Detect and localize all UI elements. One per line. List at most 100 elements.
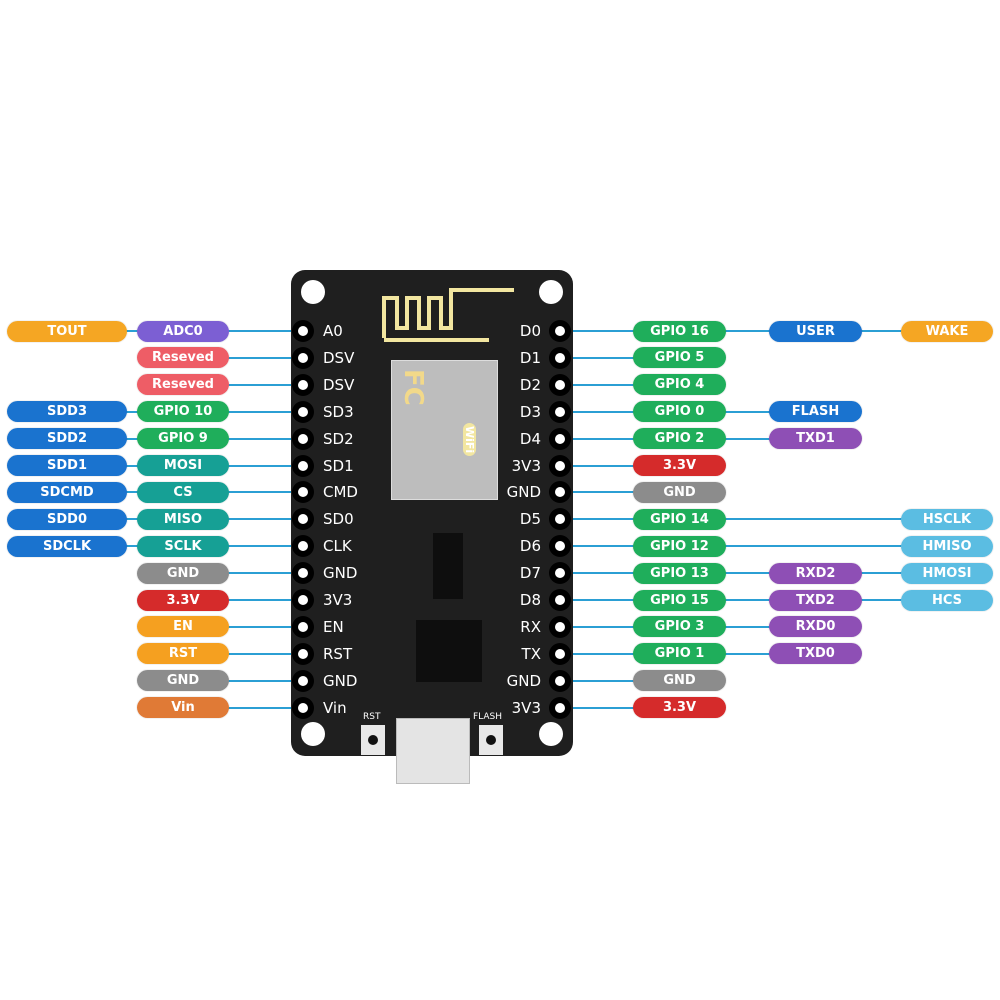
pin-label-txd0: TXD0: [769, 643, 862, 665]
header-pin: [292, 481, 314, 504]
pin-name-gnd: GND: [506, 483, 541, 502]
pin-name-gnd: GND: [323, 564, 358, 583]
pin-name-d6: D6: [519, 537, 541, 556]
pin-name-d5: D5: [519, 510, 541, 529]
pin-label-sdd1: SDD1: [7, 455, 127, 476]
pin-label-hsclk: HSCLK: [901, 508, 993, 530]
pin-label-hmosi: HMOSI: [901, 562, 993, 584]
pin-label-sdd2: SDD2: [7, 428, 127, 450]
pin-label-hcs: HCS: [901, 589, 993, 611]
pin-name-d0: D0: [519, 322, 541, 340]
pin-name-cmd: CMD: [323, 483, 358, 502]
pin-label-mosi: MOSI: [137, 455, 229, 476]
pin-label-gpio-5: GPIO 5: [633, 347, 726, 369]
mounting-hole: [301, 722, 325, 746]
pin-label-miso: MISO: [137, 508, 229, 530]
pin-label-hmiso: HMISO: [901, 535, 993, 557]
header-pin: [549, 400, 571, 423]
pin-label-gpio-12: GPIO 12: [633, 535, 726, 557]
pin-label-gpio-4: GPIO 4: [633, 374, 726, 396]
pin-name-d3: D3: [519, 402, 541, 421]
mounting-hole: [539, 280, 563, 304]
pin-label-gpio-10: GPIO 10: [137, 401, 229, 423]
connection-line: [572, 518, 983, 521]
pin-name-dsv: DSV: [323, 348, 355, 367]
pin-name-d2: D2: [519, 375, 541, 394]
header-pin: [549, 562, 571, 585]
header-pin: [549, 373, 571, 396]
header-pin: [549, 669, 571, 692]
header-pin: [549, 589, 571, 611]
mounting-hole: [539, 722, 563, 746]
pin-name-d7: D7: [519, 564, 541, 583]
header-pin: [292, 615, 314, 638]
flash-button-label: FLASH: [473, 712, 503, 722]
pin-label-txd1: TXD1: [769, 428, 862, 450]
pin-name-sd3: SD3: [323, 402, 354, 421]
header-pin: [549, 454, 571, 477]
pin-name-en: EN: [323, 617, 344, 636]
header-pin: [549, 427, 571, 450]
pin-label-sdd3: SDD3: [7, 401, 127, 423]
header-pin: [292, 669, 314, 692]
header-pin: [292, 454, 314, 477]
pin-label-gpio-0: GPIO 0: [633, 401, 726, 423]
pin-label-gnd: GND: [633, 481, 726, 503]
header-pin: [292, 346, 314, 369]
pin-name-gnd: GND: [506, 671, 541, 690]
mounting-hole: [301, 280, 325, 304]
regulator-chip: [433, 533, 463, 599]
pin-label-gnd: GND: [137, 670, 229, 692]
pin-name-vin: Vin: [323, 698, 347, 717]
pin-name-sd0: SD0: [323, 510, 354, 529]
pin-name-3v3: 3V3: [323, 591, 353, 609]
pin-label-rst: RST: [137, 643, 229, 665]
pin-label-gpio-3: GPIO 3: [633, 616, 726, 638]
pin-name-rst: RST: [323, 644, 353, 663]
pin-label-flash: FLASH: [769, 401, 862, 423]
header-pin: [292, 373, 314, 396]
pin-label-vin: Vin: [137, 697, 229, 719]
pin-label-sdcmd: SDCMD: [7, 481, 127, 503]
pin-label-reseved: Reseved: [137, 347, 229, 369]
pin-label-gnd: GND: [633, 670, 726, 692]
pin-label-gpio-14: GPIO 14: [633, 508, 726, 530]
micro-usb-port[interactable]: [396, 718, 470, 784]
pin-label-gpio-1: GPIO 1: [633, 643, 726, 665]
pin-label-gpio-13: GPIO 13: [633, 562, 726, 584]
pin-label-sclk: SCLK: [137, 535, 229, 557]
pcb-antenna-icon: [382, 288, 514, 342]
pin-label-rxd0: RXD0: [769, 616, 862, 638]
pin-label-wake: WAKE: [901, 320, 993, 342]
pin-label-3-3v: 3.3V: [633, 455, 726, 476]
pin-label-user: USER: [769, 320, 862, 342]
header-pin: [549, 696, 571, 719]
pin-name-d8: D8: [519, 591, 541, 609]
pin-label-en: EN: [137, 616, 229, 638]
header-pin: [292, 508, 314, 531]
header-pin: [292, 642, 314, 665]
header-pin: [549, 320, 571, 342]
pin-name-sd1: SD1: [323, 456, 354, 475]
rst-button[interactable]: [361, 725, 385, 755]
pin-label-sdclk: SDCLK: [7, 535, 127, 557]
pin-name-a0: A0: [323, 322, 343, 340]
header-pin: [292, 320, 314, 342]
header-pin: [549, 508, 571, 531]
pin-label-3-3v: 3.3V: [633, 697, 726, 719]
pin-name-dsv: DSV: [323, 375, 355, 394]
header-pin: [549, 481, 571, 504]
pin-name-d1: D1: [519, 348, 541, 367]
pin-name-rx: RX: [520, 617, 541, 636]
pin-name-sd2: SD2: [323, 429, 354, 448]
pin-label-cs: CS: [137, 481, 229, 503]
connection-line: [572, 545, 983, 548]
header-pin: [549, 615, 571, 638]
rst-button-label: RST: [363, 712, 381, 722]
flash-button[interactable]: [479, 725, 503, 755]
header-pin: [292, 562, 314, 585]
wifi-logo: WiFi: [463, 423, 476, 457]
pin-label-sdd0: SDD0: [7, 508, 127, 530]
esp8266-module: FC WiFi: [391, 360, 498, 500]
